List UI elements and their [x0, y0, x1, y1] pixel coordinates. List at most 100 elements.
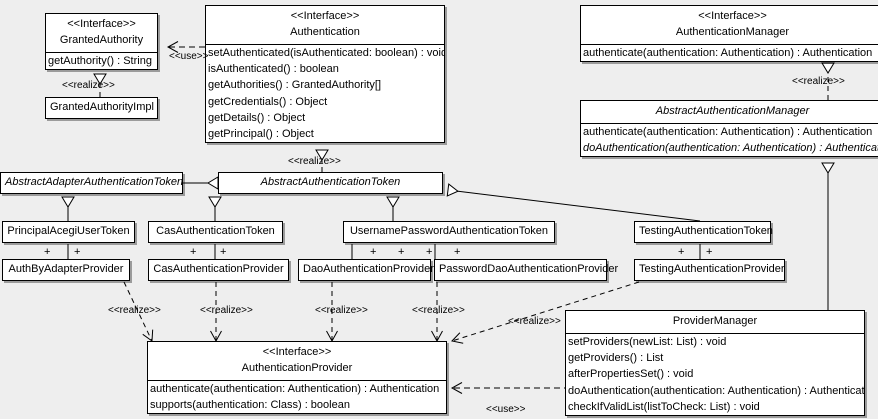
class-box-provider-manager[interactable]: ProviderManager setProviders(newList: Li… [565, 310, 865, 417]
class-operations-authentication: setAuthenticated(isAuthenticated: boolea… [206, 45, 444, 142]
class-operations-authentication-provider: authenticate(authentication: Authenticat… [148, 381, 446, 413]
association-visibility-marker: + [220, 246, 227, 258]
edge-label-use-provider-manager: <<use>> [486, 404, 526, 415]
class-box-auth-by-adapter-provider[interactable]: AuthByAdapterProvider [2, 259, 130, 281]
operation-item: getPrincipal() : Object [208, 128, 314, 141]
operation-item: getProviders() : List [568, 352, 664, 365]
edge-label-realize-dao-authentication-provider: <<realize>> [315, 305, 368, 316]
operation-item: setAuthenticated(isAuthenticated: boolea… [208, 47, 444, 59]
edge-label-realize-granted-authority-impl: <<realize>> [62, 80, 115, 91]
class-header-abstract-authentication-token: AbstractAuthenticationToken [219, 173, 442, 193]
class-name-label: PasswordDaoAuthenticationProvider [439, 263, 619, 275]
association-visibility-marker: + [190, 246, 197, 258]
class-name-label: AbstractAuthenticationToken [260, 176, 401, 188]
class-box-granted-authority-impl[interactable]: GrantedAuthorityImpl [45, 97, 158, 119]
class-name-label: CasAuthenticationProvider [153, 263, 284, 275]
class-box-testing-authentication-token[interactable]: TestingAuthenticationToken [634, 221, 773, 243]
edge-label-realize-testing-authentication-provider: <<realize>> [508, 316, 561, 327]
class-operations-abstract-authentication-manager: authenticate(authentication: Authenticat… [581, 124, 878, 156]
class-box-granted-authority[interactable]: <<Interface>> GrantedAuthority getAuthor… [45, 13, 158, 71]
class-box-authentication[interactable]: <<Interface>> Authentication setAuthenti… [205, 5, 445, 144]
operation-item: supports(authentication: Class) : boolea… [150, 399, 350, 412]
operation-item: doAuthentication(authentication: Authent… [568, 384, 864, 397]
stereotype-label: <<Interface>> [67, 18, 136, 30]
operation-item: authenticate(authentication: Authenticat… [583, 126, 873, 138]
class-box-password-dao-authentication-provider[interactable]: PasswordDaoAuthenticationProvider [434, 259, 619, 281]
association-visibility-marker: + [74, 246, 81, 258]
stereotype-label: <<Interface>> [262, 346, 332, 358]
class-header-testing-authentication-provider: TestingAuthenticationProvider [635, 260, 785, 280]
class-header-dao-authentication-provider: DaoAuthenticationProvider [299, 260, 434, 280]
class-header-username-password-authentication-token: UsernamePasswordAuthenticationToken [344, 222, 554, 242]
association-visibility-marker: + [454, 246, 461, 258]
class-header-authentication-manager: <<Interface>> AuthenticationManager [581, 6, 878, 45]
class-header-authentication-provider: <<Interface>> AuthenticationProvider [148, 342, 446, 381]
association-visibility-marker: + [44, 246, 51, 258]
operation-item: authenticate(authentication: Authenticat… [583, 47, 873, 59]
class-box-cas-authentication-token[interactable]: CasAuthenticationToken [148, 221, 283, 243]
class-box-authentication-provider[interactable]: <<Interface>> AuthenticationProvider aut… [147, 341, 447, 415]
association-visibility-marker: + [398, 246, 405, 258]
operation-item: checkIfValidList(listToCheck: List) : vo… [568, 400, 760, 413]
class-name-label: AbstractAuthenticationManager [655, 105, 810, 117]
operation-item: getCredentials() : Object [208, 95, 328, 108]
class-box-abstract-authentication-token[interactable]: AbstractAuthenticationToken [218, 172, 443, 194]
class-header-principal-acegi-user-token: PrincipalAcegiUserToken [3, 222, 134, 242]
class-name-label: PrincipalAcegiUserToken [7, 225, 130, 237]
class-header-abstract-authentication-manager: AbstractAuthenticationManager [581, 101, 878, 124]
class-name-label: DaoAuthenticationProvider [303, 263, 434, 275]
class-header-abstract-adapter-authentication-token: AbstractAdapterAuthenticationToken [1, 173, 184, 193]
class-box-principal-acegi-user-token[interactable]: PrincipalAcegiUserToken [2, 221, 135, 243]
edge-label-realize-auth-by-adapter-provider: <<realize>> [108, 305, 161, 316]
operation-item: authenticate(authentication: Authenticat… [150, 383, 440, 395]
class-box-testing-authentication-provider[interactable]: TestingAuthenticationProvider [634, 259, 785, 281]
association-visibility-marker: + [706, 246, 713, 258]
class-header-cas-authentication-token: CasAuthenticationToken [149, 222, 282, 242]
edge-label-realize-password-dao-authentication-provider: <<realize>> [412, 305, 465, 316]
class-header-auth-by-adapter-provider: AuthByAdapterProvider [3, 260, 129, 280]
operation-item: getAuthorities() : GrantedAuthority[] [208, 79, 382, 92]
class-name-label: Authentication [290, 26, 360, 38]
association-visibility-marker: + [678, 246, 685, 258]
class-header-cas-authentication-provider: CasAuthenticationProvider [149, 260, 288, 280]
class-operations-granted-authority: getAuthority() : String [46, 53, 157, 69]
class-name-label: CasAuthenticationToken [156, 225, 275, 237]
class-header-granted-authority-impl: GrantedAuthorityImpl [46, 98, 157, 118]
class-operations-provider-manager: setProviders(newList: List) : void getPr… [566, 334, 864, 415]
association-visibility-marker: + [426, 246, 433, 258]
edge-label-use-authentication-grantedauthority: <<use>> [169, 51, 209, 62]
class-name-label: TestingAuthenticationProvider [639, 263, 785, 275]
class-header-testing-authentication-token: TestingAuthenticationToken [635, 222, 773, 242]
class-operations-authentication-manager: authenticate(authentication: Authenticat… [581, 45, 878, 61]
operation-item: setProviders(newList: List) : void [568, 336, 727, 348]
edge-label-realize-abstract-authentication-token: <<realize>> [288, 156, 341, 167]
class-name-label: AuthByAdapterProvider [8, 263, 124, 275]
edge-label-realize-cas-authentication-provider: <<realize>> [200, 305, 253, 316]
class-box-abstract-authentication-manager[interactable]: AbstractAuthenticationManager authentica… [580, 100, 878, 158]
class-name-label: AbstractAdapterAuthenticationToken [5, 176, 184, 188]
class-box-abstract-adapter-authentication-token[interactable]: AbstractAdapterAuthenticationToken [0, 172, 183, 194]
class-name-label: AuthenticationProvider [241, 362, 353, 374]
association-visibility-marker: + [370, 246, 377, 258]
class-name-label: TestingAuthenticationToken [639, 225, 773, 237]
class-header-password-dao-authentication-provider: PasswordDaoAuthenticationProvider [435, 260, 619, 280]
class-box-authentication-manager[interactable]: <<Interface>> AuthenticationManager auth… [580, 5, 878, 63]
edge-label-realize-abstract-authentication-manager: <<realize>> [792, 76, 845, 87]
class-header-authentication: <<Interface>> Authentication [206, 6, 444, 45]
operation-item: getAuthority() : String [48, 55, 152, 67]
stereotype-label: <<Interface>> [698, 10, 767, 22]
class-box-dao-authentication-provider[interactable]: DaoAuthenticationProvider [298, 259, 434, 281]
operation-item: getDetails() : Object [208, 111, 306, 124]
class-name-label: GrantedAuthorityImpl [50, 101, 154, 113]
class-header-granted-authority: <<Interface>> GrantedAuthority [46, 14, 157, 53]
class-name-label: AuthenticationManager [675, 26, 790, 38]
operation-item: doAuthentication(authentication: Authent… [583, 142, 878, 155]
class-box-cas-authentication-provider[interactable]: CasAuthenticationProvider [148, 259, 289, 281]
stereotype-label: <<Interface>> [290, 10, 360, 22]
class-box-username-password-authentication-token[interactable]: UsernamePasswordAuthenticationToken [343, 221, 555, 243]
operation-item: isAuthenticated() : boolean [208, 63, 339, 76]
class-name-label: UsernamePasswordAuthenticationToken [349, 225, 549, 237]
class-header-provider-manager: ProviderManager [566, 311, 864, 334]
class-name-label: ProviderManager [672, 315, 758, 327]
